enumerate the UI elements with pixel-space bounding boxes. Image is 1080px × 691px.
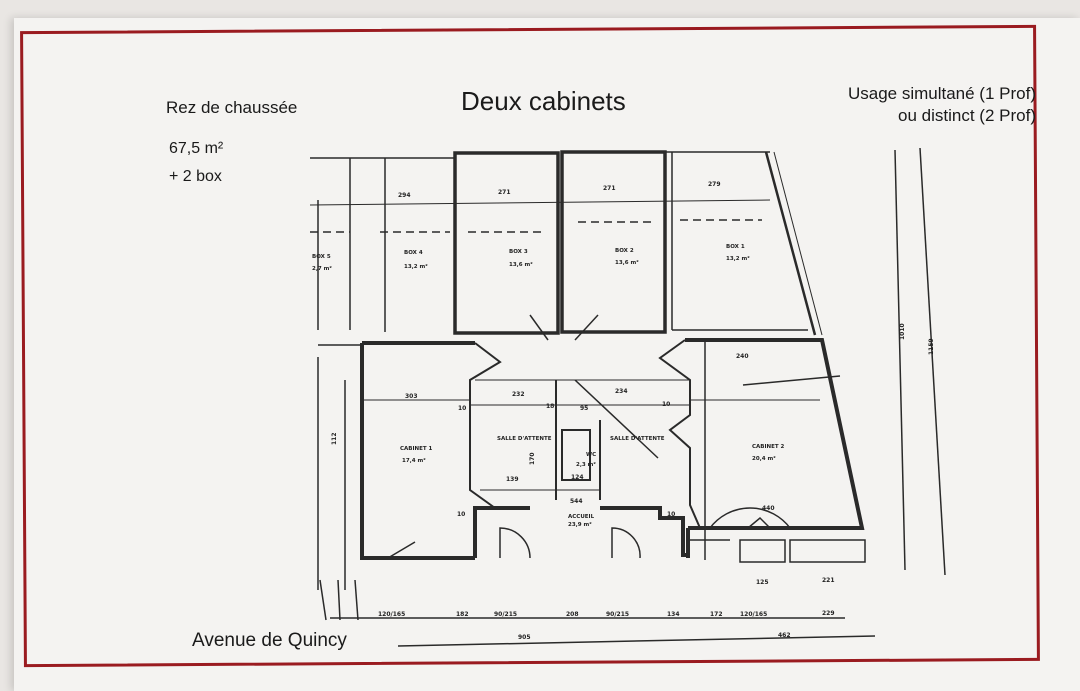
page-title: Deux cabinets	[461, 86, 626, 116]
dim-303: 303	[405, 393, 418, 400]
dim-10b: 10	[662, 401, 670, 408]
dim-544: 544	[570, 498, 583, 505]
dim-125: 125	[756, 579, 769, 586]
total-462: 462	[778, 632, 791, 639]
dim-240: 240	[736, 353, 749, 360]
room-box5-area: 2,7 m²	[312, 265, 332, 272]
street-name-label: Avenue de Quincy	[192, 630, 347, 651]
usage-note-line1: Usage simultané (1 Prof)	[847, 84, 1036, 103]
room-accueil-area: 23,9 m²	[568, 521, 592, 528]
dim-95: 95	[580, 405, 588, 412]
room-box2-area: 13,6 m²	[615, 259, 639, 266]
dim-124: 124	[571, 474, 584, 481]
room-cabinet2-area: 20,4 m²	[752, 455, 776, 462]
dim-134: 134	[667, 611, 680, 618]
room-waiting2-name: SALLE D'ATTENTE	[610, 436, 665, 442]
bottom-dimension-labels: 120/165 182 90/215 208 90/215 134 172 12…	[378, 577, 835, 641]
dim-18: 18	[546, 403, 554, 410]
room-box1-area: 13,2 m²	[726, 255, 750, 262]
room-cabinet1-area: 17,4 m²	[402, 457, 426, 464]
room-waiting1-name: SALLE D'ATTENTE	[497, 436, 552, 442]
opening-90-215-b: 90/215	[606, 611, 629, 618]
box-count-label: + 2 box	[169, 168, 222, 185]
room-wc-area: 2,3 m²	[576, 461, 596, 468]
opening-90-215-a: 90/215	[494, 611, 517, 618]
paper-sheet	[14, 18, 1080, 691]
dim-10c: 10	[457, 511, 465, 518]
room-accueil-name: ACCUEIL	[568, 514, 595, 520]
dim-229: 229	[822, 610, 835, 617]
dim-294: 294	[398, 192, 411, 199]
dim-271a: 271	[498, 189, 511, 196]
opening-120-165-a: 120/165	[378, 611, 405, 618]
floor-level-label: Rez de chaussée	[166, 98, 298, 117]
box-row-walls	[309, 151, 823, 336]
opening-120-165-b: 120/165	[740, 611, 767, 618]
total-905: 905	[518, 634, 531, 641]
dim-172: 172	[710, 611, 723, 618]
room-box1-name: BOX 1	[726, 244, 745, 250]
dim-221: 221	[822, 577, 835, 584]
total-area-label: 67,5 m²	[169, 140, 224, 157]
dim-139: 139	[506, 476, 519, 483]
dim-271b: 271	[603, 185, 616, 192]
box2-box3-walls	[453, 150, 667, 335]
dim-232: 232	[512, 391, 525, 398]
room-cabinet1-name: CABINET 1	[400, 446, 433, 452]
dim-279: 279	[708, 181, 721, 188]
dim-208: 208	[566, 611, 579, 618]
door-swings	[387, 314, 791, 559]
dim-234: 234	[615, 388, 628, 395]
dim-1159: 1159	[928, 338, 935, 355]
room-box5-name: BOX 5	[312, 254, 331, 260]
apartment-outer-walls	[360, 338, 865, 560]
site-lines	[317, 147, 946, 647]
interior-walls	[362, 339, 841, 529]
dim-170: 170	[529, 452, 536, 465]
dimension-labels: 294 271 271 279 303 232 234 240 440 139 …	[331, 181, 935, 518]
dim-440: 440	[762, 505, 775, 512]
room-box2-name: BOX 2	[615, 248, 634, 254]
dim-10d: 10	[667, 511, 675, 518]
room-box4-name: BOX 4	[404, 250, 423, 256]
dim-1010: 1010	[899, 323, 906, 340]
room-box3-area: 13,6 m²	[509, 261, 533, 268]
room-labels: BOX 4 13,2 m² BOX 3 13,6 m² BOX 2 13,6 m…	[312, 244, 785, 528]
room-cabinet2-name: CABINET 2	[752, 444, 785, 450]
usage-note-line2: ou distinct (2 Prof)	[898, 106, 1036, 125]
dim-112: 112	[331, 432, 338, 445]
room-wc-name: WC	[586, 452, 596, 458]
dim-10a: 10	[458, 405, 466, 412]
room-box4-area: 13,2 m²	[404, 263, 428, 270]
room-box3-name: BOX 3	[509, 249, 528, 255]
dim-182: 182	[456, 611, 469, 618]
